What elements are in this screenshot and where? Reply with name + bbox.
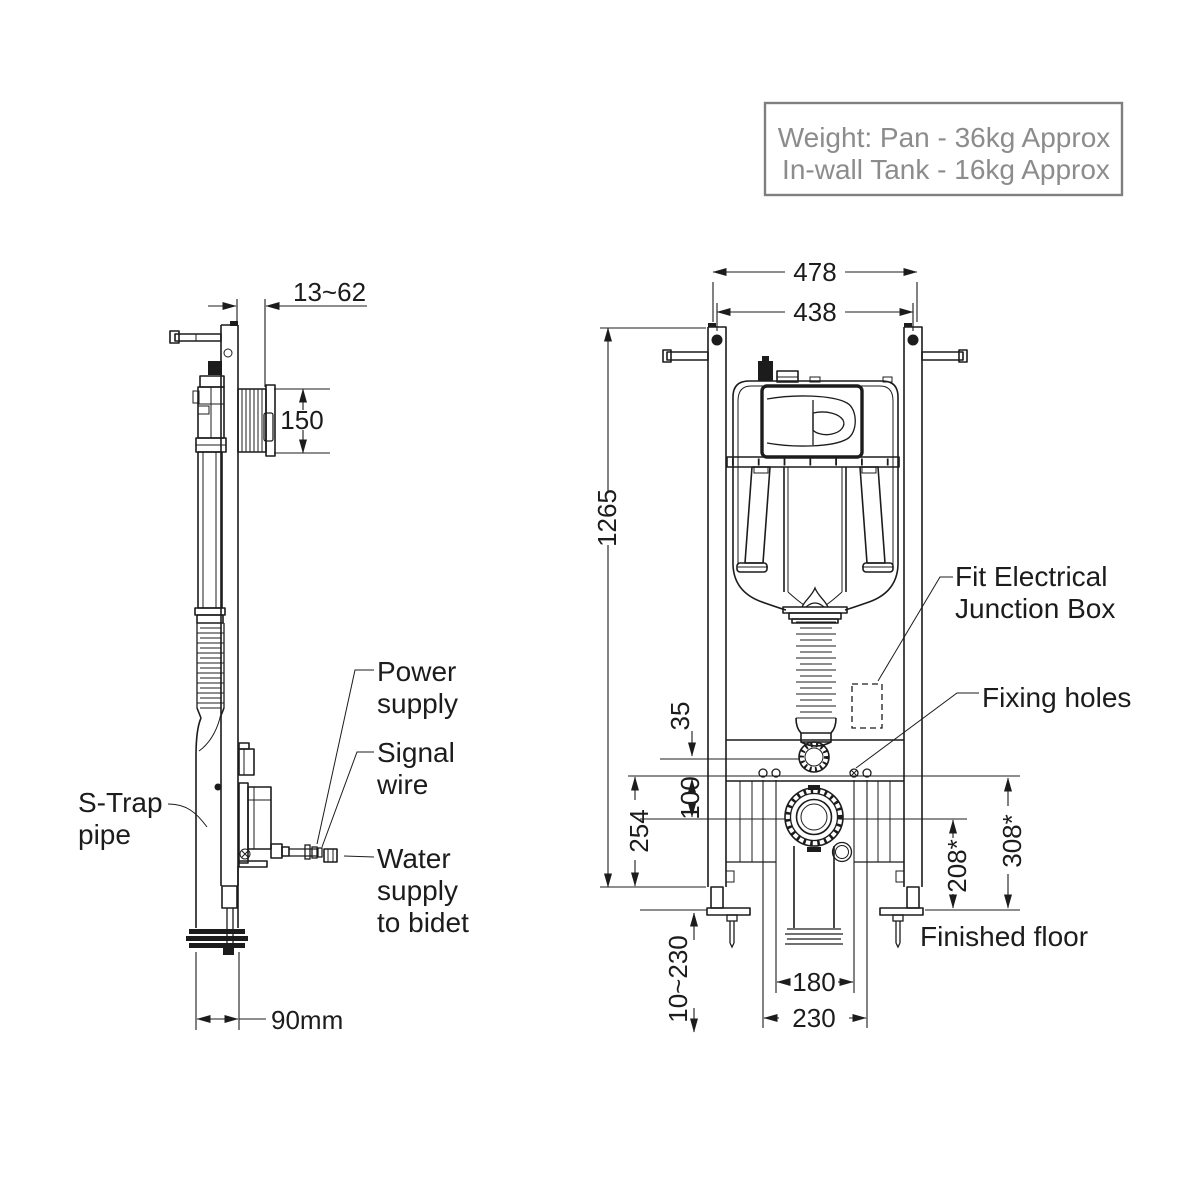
dim-hole-width: 438 — [716, 297, 914, 331]
dim-hole-height: 308* — [997, 777, 1027, 909]
front-frame — [662, 323, 968, 949]
dim-floor-depth: 10~230 — [663, 912, 699, 1033]
label-signal-wire-line1: Signal — [377, 737, 455, 768]
label-finished-floor: Finished floor — [920, 921, 1088, 952]
dim-hole-to-base-label: 254 — [624, 809, 654, 852]
label-fixing-holes-text: Fixing holes — [982, 682, 1131, 713]
dim-inner-holes: 180 — [776, 967, 854, 997]
side-s-trap-pipe — [186, 717, 248, 955]
side-water-connections — [289, 844, 338, 863]
label-water-supply-line2: supply — [377, 875, 458, 906]
dim-drain-height-label: 208* — [942, 839, 972, 893]
dim-hole-width-label: 438 — [793, 297, 836, 327]
dim-floor-depth-label: 10~230 — [663, 935, 693, 1022]
drain-outlet — [784, 785, 844, 852]
label-water-supply: Water supply to bidet — [343, 843, 469, 938]
label-junction-box-line1: Fit Electrical — [955, 561, 1107, 592]
dim-inner-holes-label: 180 — [792, 967, 835, 997]
side-flush-button-unit — [237, 384, 276, 457]
dim-outer-holes-label: 230 — [792, 1003, 835, 1033]
label-junction-box: Fit Electrical Junction Box — [877, 561, 1115, 682]
front-bottom-bracket — [725, 739, 905, 945]
dim-button-box: 150 — [274, 388, 330, 454]
label-s-trap-line1: S-Trap — [78, 787, 163, 818]
label-signal-wire: Signal wire — [321, 737, 455, 848]
label-power-supply-line2: supply — [377, 688, 458, 719]
label-fixing-holes: Fixing holes — [855, 682, 1131, 769]
dim-hole-to-drain-label: 100 — [675, 776, 705, 819]
dim-hole-to-base: 254 — [624, 776, 654, 887]
weight-note-line2: In-wall Tank - 16kg Approx — [782, 154, 1110, 185]
dim-inlet-gap-label: 35 — [665, 702, 695, 731]
label-s-trap-pipe: S-Trap pipe — [78, 787, 208, 850]
junction-box-dashed — [851, 683, 883, 729]
front-tank — [726, 356, 900, 611]
dim-inlet-gap: 35 — [665, 702, 697, 757]
side-flush-pipe — [194, 451, 226, 719]
dim-button-box-label: 150 — [280, 405, 323, 435]
dim-outer-width-label: 478 — [793, 257, 836, 287]
dim-outer-holes: 230 — [763, 1003, 867, 1033]
side-view: 13~62 150 90mm Power supply Signal wire — [78, 277, 469, 1035]
dim-frame-height-label: 1265 — [592, 489, 622, 547]
dim-drain-height: 208* — [942, 819, 972, 909]
dim-outlet-label: 90mm — [271, 1005, 343, 1035]
dim-outer-width: 478 — [712, 257, 918, 322]
dim-wall-offset-label: 13~62 — [293, 277, 366, 307]
weight-note-line1: Weight: Pan - 36kg Approx — [778, 122, 1111, 153]
weight-note-box: Weight: Pan - 36kg Approx In-wall Tank -… — [763, 101, 1124, 197]
label-signal-wire-line2: wire — [376, 769, 428, 800]
label-power-supply: Power supply — [316, 656, 458, 845]
label-power-supply-line1: Power — [377, 656, 456, 687]
side-bidet-valve-bracket — [238, 742, 290, 868]
front-flush-pipe — [782, 606, 848, 747]
dim-hole-to-drain: 100 — [675, 776, 705, 819]
label-water-supply-line3: to bidet — [377, 907, 469, 938]
fixing-holes — [758, 768, 872, 778]
front-view: 478 438 1265 35 100 254 — [592, 257, 1131, 1033]
dim-outlet: 90mm — [195, 952, 343, 1035]
front-reference-lines — [600, 327, 1020, 1028]
label-s-trap-line2: pipe — [78, 819, 131, 850]
dim-frame-height: 1265 — [592, 327, 622, 888]
label-junction-box-line2: Junction Box — [955, 593, 1115, 624]
label-water-supply-line1: Water — [377, 843, 451, 874]
weight-note-border — [763, 101, 1124, 197]
dim-hole-height-label: 308* — [997, 814, 1027, 868]
dim-wall-offset: 13~62 — [208, 277, 367, 387]
